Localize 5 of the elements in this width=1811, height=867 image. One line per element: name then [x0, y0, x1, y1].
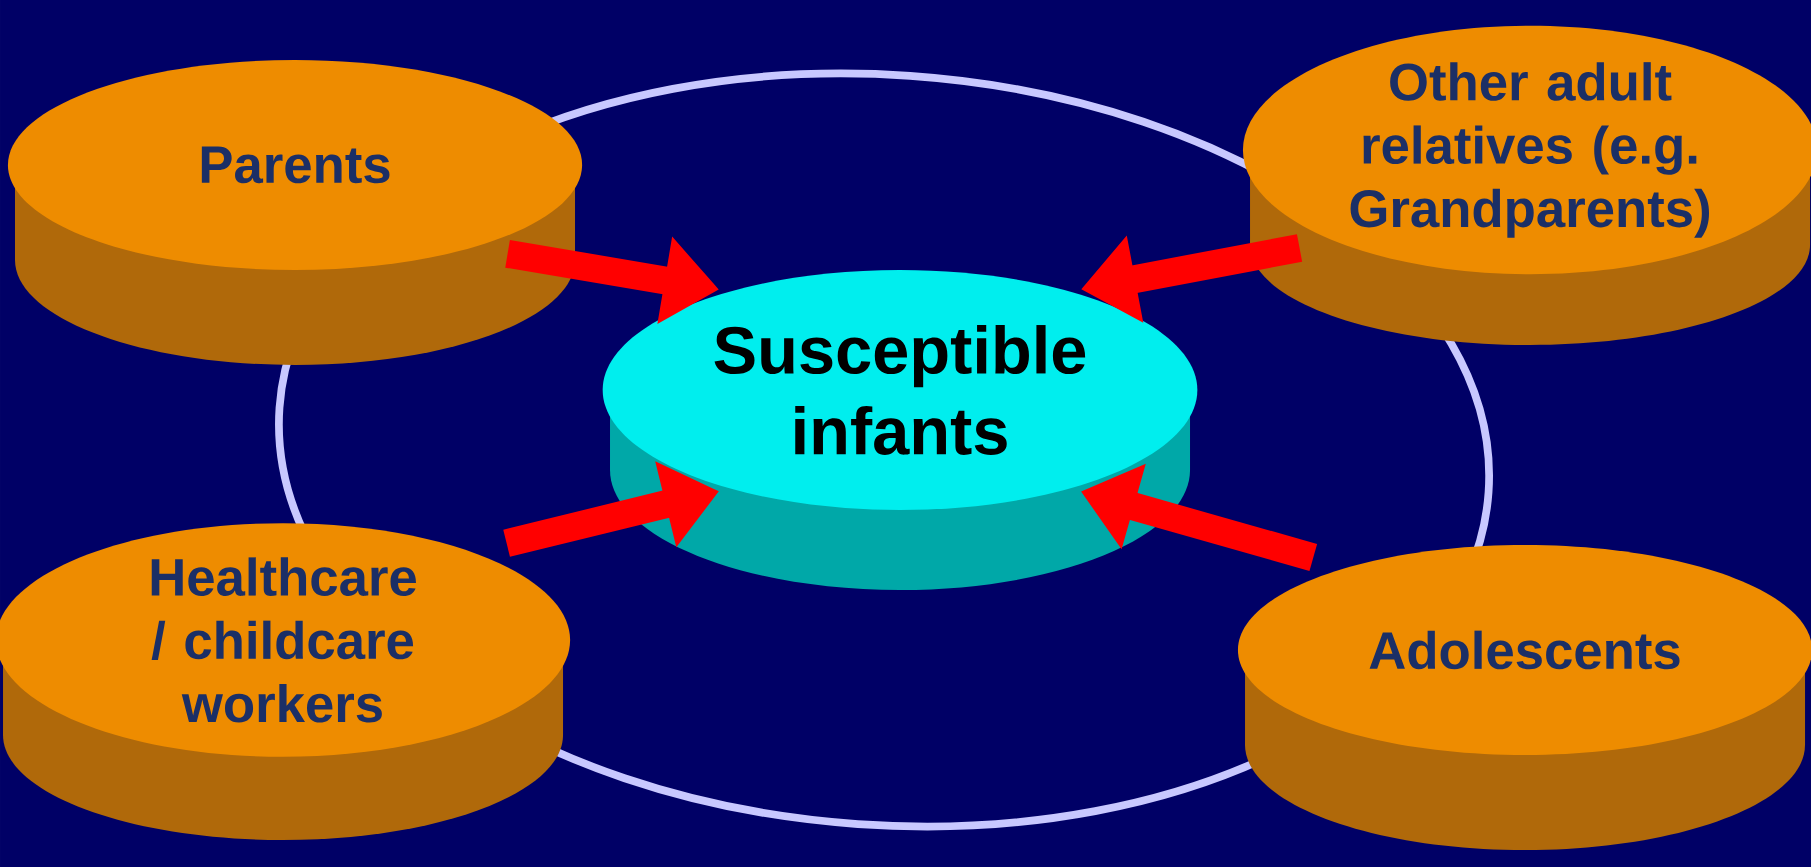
disc: Susceptible infants: [602, 270, 1198, 590]
disc: Adolescents: [1237, 545, 1811, 850]
disc: Other adult relatives (e.g. Grandparents): [1242, 25, 1811, 345]
disc: Parents: [7, 60, 583, 365]
disc: Healthcare / childcare workers: [0, 523, 571, 840]
